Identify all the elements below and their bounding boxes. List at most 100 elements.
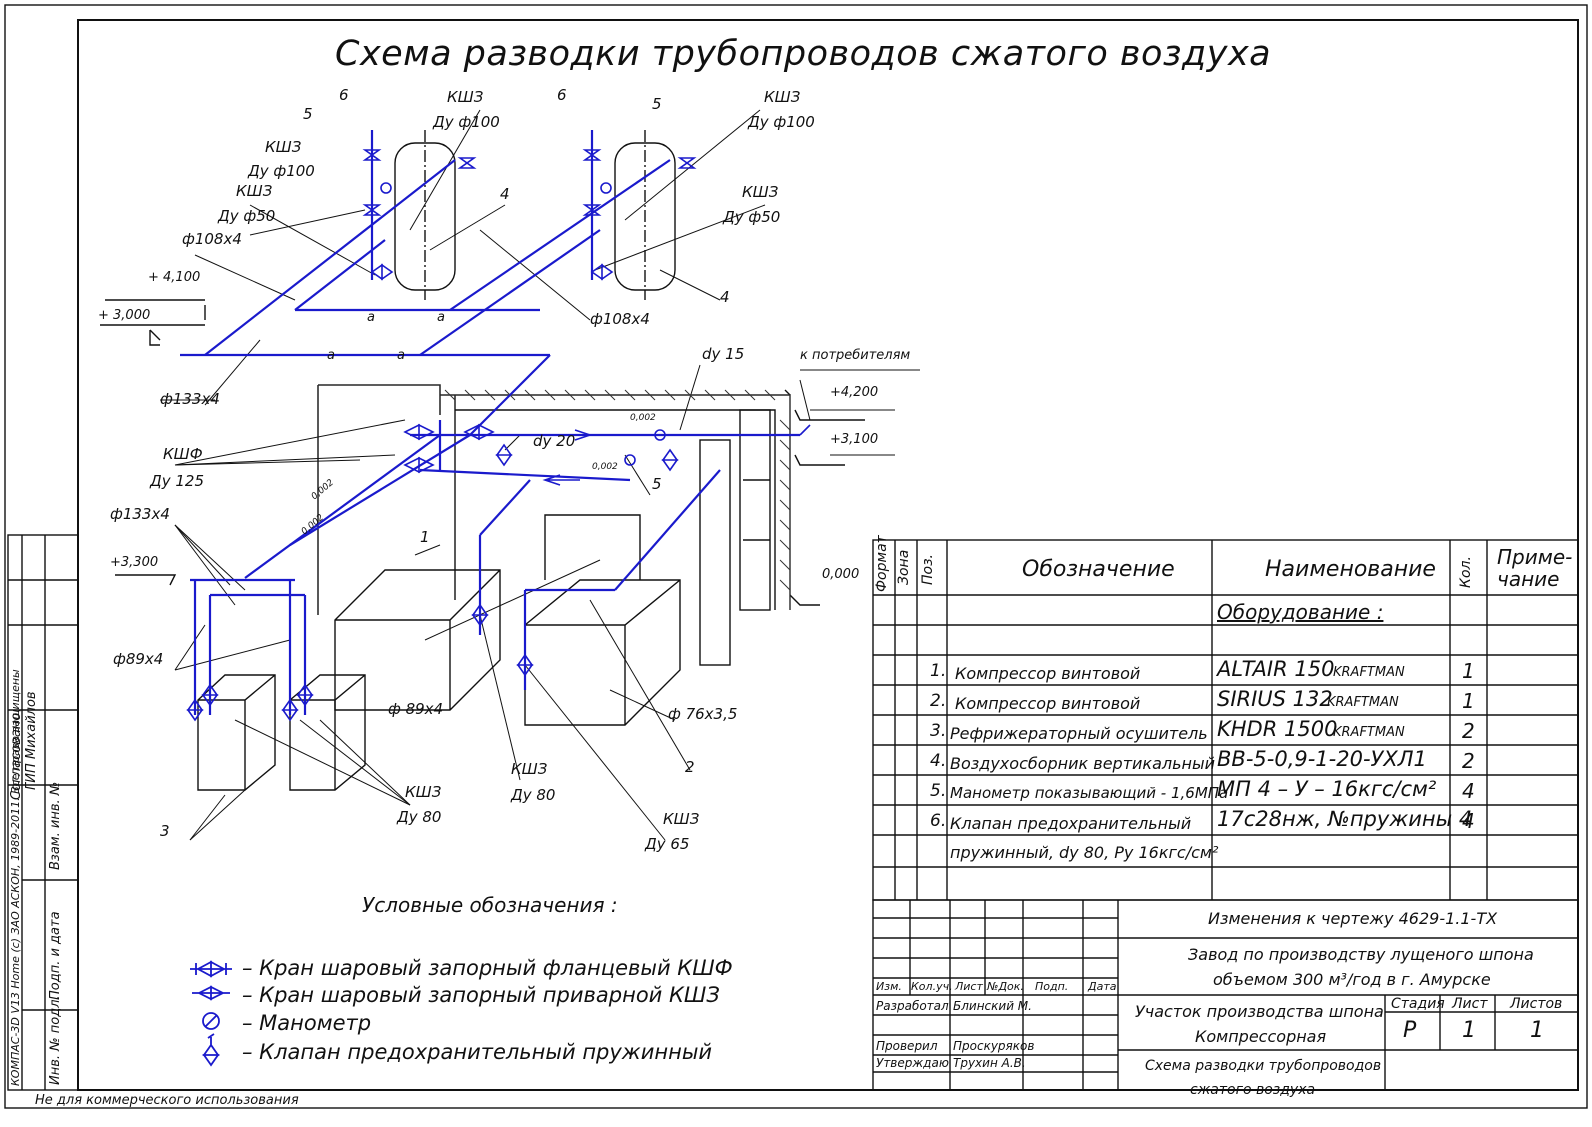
legend-item: – Кран шаровый запорный приварной КШЗ (242, 983, 720, 1007)
tb-col-podp: Подп. (1035, 980, 1069, 993)
label-du50: Ду ф50 (723, 208, 781, 226)
spec-row-designation-cont: пружинный, dy 80, Ру 16кгс/см² (950, 843, 1219, 862)
tb-person: Проскуряков (953, 1039, 1035, 1053)
tb-sheets: 1 (1530, 1018, 1544, 1043)
side-kompas-stamp: КОМПАС-3D V13 Home (с) ЗАО АСКОН, 1989-2… (9, 669, 22, 1086)
manometer-icon (600, 182, 612, 194)
tb-role: Разработал (876, 999, 949, 1013)
tb-sheet: 1 (1462, 1018, 1476, 1043)
manometer-icon (624, 454, 636, 466)
spec-row-designation: Манометр показывающий - 1,6МПа (950, 784, 1229, 802)
pipes (180, 130, 800, 715)
side-stamp (7, 534, 79, 1091)
spec-row-brand: KRAFTMAN (1333, 665, 1405, 680)
tb-col-izm: Изм. (876, 980, 902, 993)
spec-header-pos: Поз. (920, 554, 936, 585)
tb-col-data: Дата (1088, 980, 1117, 993)
spec-row-qty: 4 (1462, 809, 1475, 833)
spec-row-designation: Рефрижераторный осушитель (950, 724, 1208, 743)
label-pipe-89: ф 89х4 (388, 700, 444, 718)
spec-section-title: Оборудование : (1217, 600, 1384, 624)
spec-row-name: МП 4 – У – 16кгс/см² (1217, 777, 1437, 801)
callout-1: 1 (420, 528, 430, 546)
spec-row-name: ВВ-5-0,9-1-20-УХЛ1 (1217, 747, 1427, 771)
label-consumers: к потребителям (800, 348, 911, 363)
tb-docname: Схема разводки трубопроводов (1145, 1058, 1382, 1074)
label-ksh3: КШЗ (265, 138, 302, 156)
callout-5: 5 (303, 105, 313, 123)
spec-row-brand: KRAFTMAN (1333, 725, 1405, 740)
spec-grid (872, 539, 1579, 901)
spec-row-designation: Компрессор винтовой (955, 694, 1141, 713)
tb-col-ndok: №Док. (987, 980, 1024, 993)
section-mark: a (367, 310, 375, 325)
spec-row-designation: Воздухосборник вертикальный (950, 754, 1216, 773)
wall-hatching (318, 384, 791, 610)
spec-row-qty: 2 (1462, 719, 1475, 743)
callout-5: 5 (652, 95, 662, 113)
tb-plant: Завод по производству лущеного шпона (1188, 945, 1534, 964)
outer-frame (4, 4, 1588, 1109)
tb-changes: Изменения к чертежу 4629-1.1-ТХ (1208, 909, 1498, 928)
manometer-icon (380, 182, 392, 194)
label-ksh3: КШЗ (663, 810, 700, 828)
valve-ksh3-icon (362, 204, 382, 216)
side-vzam: Взам. инв. № (48, 781, 63, 870)
legend-safety-valve-icon (202, 1033, 220, 1067)
flow-arrow-icon (555, 429, 593, 441)
side-invpodl: Инв. № подл. (48, 995, 63, 1085)
tb-stage-header: Стадия (1391, 996, 1445, 1012)
legend-item: – Клапан предохранительный пружинный (242, 1040, 713, 1064)
label-pipe-108: ф108х4 (182, 230, 242, 248)
tb-col-list: Лист (955, 980, 983, 993)
label-dy15: dy 15 (702, 345, 745, 363)
spec-row-name: 17с28нж, №пружины 4 (1217, 807, 1473, 831)
inner-frame (77, 19, 1579, 1091)
valve-kshf-icon (403, 456, 435, 474)
tb-section: Компрессорная (1195, 1027, 1327, 1046)
spec-row-pos: 2. (930, 691, 947, 711)
section-mark: a (327, 348, 335, 363)
label-kshf: КШФ (163, 445, 203, 463)
callout-4: 4 (500, 185, 510, 203)
spec-row-designation: Клапан предохранительный (950, 814, 1192, 833)
tb-col-kol: Кол.уч. (911, 980, 953, 993)
valve-ksh3-icon (661, 448, 679, 472)
label-ksh3: КШЗ (742, 183, 779, 201)
spec-header-note: Приме- (1497, 545, 1573, 569)
tb-role: Утверждаю (876, 1056, 949, 1070)
label-du125: Ду 125 (150, 472, 204, 490)
tb-person: Блинский М. (953, 999, 1032, 1013)
fittings (186, 149, 811, 722)
spec-row-pos: 5. (930, 781, 947, 801)
valve-ksh3-icon (582, 204, 602, 216)
tb-person: Трухин А.В. (953, 1056, 1026, 1070)
label-ksh3: КШЗ (764, 88, 801, 106)
valve-ksh3-icon (201, 683, 219, 707)
label-du50: Ду ф50 (218, 207, 276, 225)
legend-symbols (190, 960, 232, 1067)
label-pipe-76: ф 76х3,5 (668, 705, 738, 723)
spec-header-note: чание (1497, 567, 1560, 591)
callout-6: 6 (339, 86, 349, 104)
level-mark: +3,300 (110, 555, 159, 570)
legend-manometer-icon (202, 1012, 220, 1030)
label-du80: Ду 80 (397, 808, 442, 826)
label-du100: Ду ф100 (248, 162, 315, 180)
level-mark: 0,000 (822, 567, 860, 582)
label-ksh3: КШЗ (405, 783, 442, 801)
legend-item: – Кран шаровый запорный фланцевый КШФ (242, 956, 733, 980)
spec-row-name: ALTAIR 150 (1217, 657, 1335, 681)
tb-role: Проверил (876, 1039, 938, 1053)
manometer-icon (654, 429, 666, 441)
tb-section: Участок производства шпона (1135, 1002, 1384, 1021)
spec-row-pos: 1. (930, 661, 947, 681)
slope-mark: 0,002 (592, 462, 618, 472)
valve-ksh3-icon (457, 157, 477, 169)
label-dy20: dy 20 (533, 432, 576, 450)
label-du100: Ду ф100 (433, 113, 500, 131)
tb-sheet-header: Лист (1452, 996, 1488, 1012)
spec-header-name: Наименование (1265, 557, 1436, 582)
spec-row-designation: Компрессор винтовой (955, 664, 1141, 683)
